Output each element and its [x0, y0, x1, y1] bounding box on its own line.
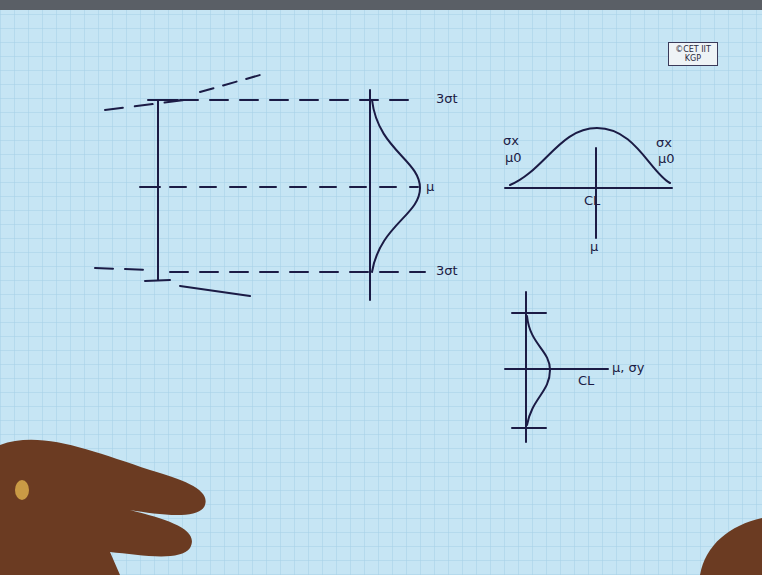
centre-line-label: CL — [584, 194, 600, 208]
normal-curve — [372, 100, 420, 272]
small-limits — [512, 313, 546, 428]
sigma-label: 3σt — [436, 92, 458, 106]
bell-centre-line — [595, 148, 597, 238]
sigma-label: σx — [656, 136, 672, 150]
lower-dashed-line — [95, 268, 425, 272]
right-hand — [700, 518, 762, 575]
mean-label: μ0 — [505, 151, 522, 165]
left-hand — [0, 440, 206, 575]
centre-line-label: CL — [578, 374, 594, 388]
ring — [15, 480, 29, 500]
small-centre-line — [505, 368, 608, 370]
mean-label: μ0 — [658, 152, 675, 166]
bell-baseline — [505, 187, 672, 189]
sigma-label: 3σt — [436, 264, 458, 278]
tolerance-bar — [157, 100, 159, 280]
sigma-label: σx — [503, 134, 519, 148]
top-edge — [0, 0, 762, 10]
small-curve — [527, 316, 550, 425]
bar-ticks — [145, 100, 178, 281]
upper-diverging-line — [200, 75, 260, 92]
parameter-label: μ, σy — [612, 361, 644, 375]
mean-dashed-line — [140, 186, 418, 188]
upper-dashed-line — [105, 100, 415, 110]
bell-curve — [510, 128, 670, 185]
small-axis — [525, 292, 527, 442]
logo-text: ©CET IIT KGP — [672, 45, 714, 63]
lower-diverging-line — [180, 286, 250, 296]
mean-label: μ — [426, 180, 434, 194]
distribution-axis — [369, 90, 371, 300]
mean-label: μ — [590, 240, 598, 254]
logo-box: ©CET IIT KGP — [668, 42, 718, 66]
